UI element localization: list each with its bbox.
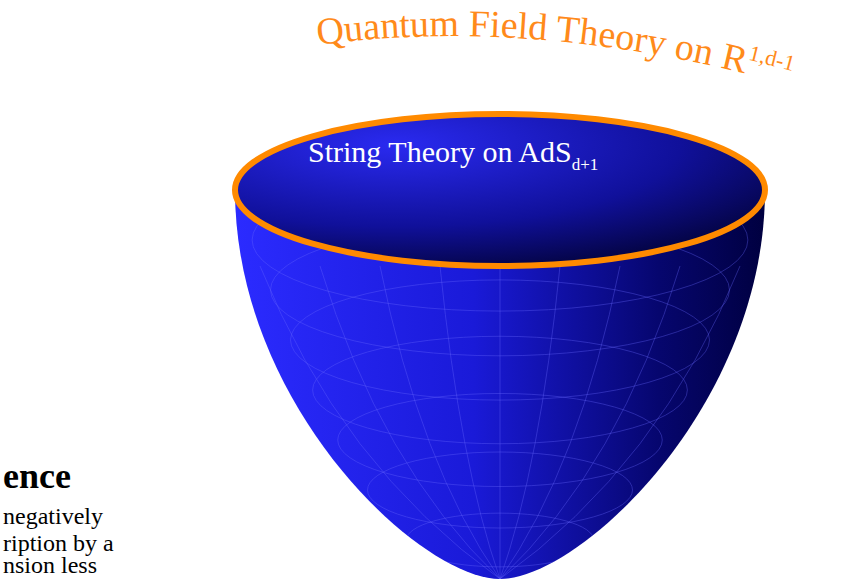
side-text: negatively	[3, 503, 103, 530]
subscript: d+1	[572, 155, 599, 174]
side-text: ence	[3, 455, 71, 497]
ads-bowl: String Theory on AdSd+1	[230, 105, 770, 581]
superscript: 1,d-1	[747, 40, 798, 76]
qft-text: Quantum Field Theory on R	[314, 2, 753, 81]
side-text: nsion less	[3, 552, 97, 579]
bulk-text: String Theory on AdS	[308, 135, 572, 168]
bowl-label: String Theory on AdSd+1	[308, 135, 598, 169]
boundary-label: Quantum Field Theory on R1,d-1	[314, 2, 798, 81]
boundary-label-layer: Quantum Field Theory on R1,d-1	[0, 0, 853, 200]
bowl-shape	[230, 105, 770, 581]
